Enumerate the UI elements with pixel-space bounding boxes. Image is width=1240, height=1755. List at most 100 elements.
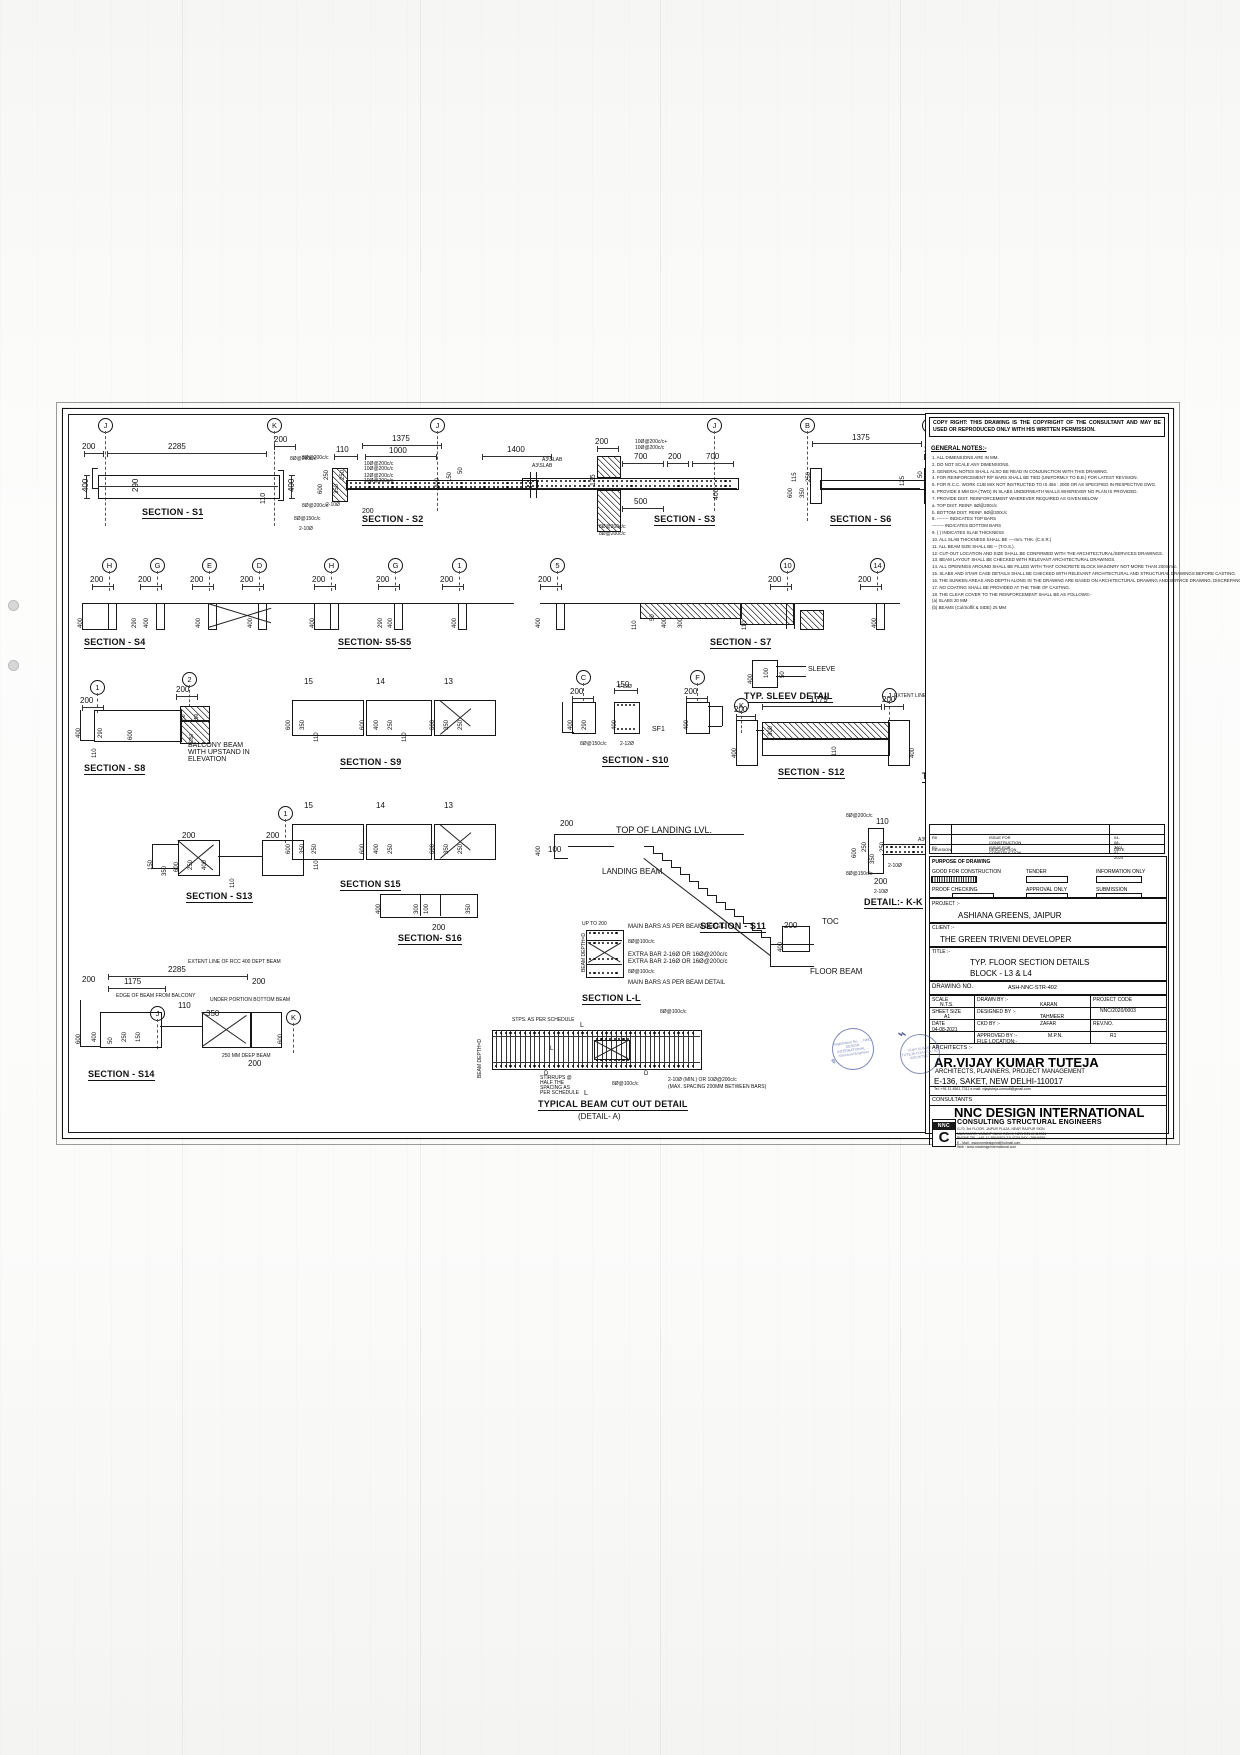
draw-line — [420, 894, 421, 916]
rebar-dot — [586, 1031, 589, 1034]
s16-dim-200: 200 — [432, 923, 446, 932]
centerline — [156, 1019, 158, 1049]
draw-line — [108, 973, 109, 980]
cutout-subtitle: (DETAIL- A) — [578, 1112, 621, 1121]
purpose-box-2[interactable] — [1096, 875, 1142, 883]
s10-col-3 — [686, 702, 710, 734]
sheet-size-value: A1 — [944, 1014, 951, 1020]
rebar-dot — [611, 932, 614, 935]
draw-line — [561, 583, 562, 590]
s3-wall-upper — [597, 456, 621, 478]
draw-line — [113, 583, 114, 590]
purpose-option-4[interactable]: APPROVAL ONLY — [1026, 887, 1068, 893]
rebar-dot — [672, 485, 675, 488]
rebar-dot — [527, 480, 530, 483]
purpose-option-3[interactable]: PROOF CHECKING — [932, 887, 978, 893]
general-note-14: 12. CUT-OUT LOCATION AND SIZE SHALL BE C… — [932, 550, 1164, 556]
s5-dim-2: 200 — [440, 575, 454, 584]
drawing-no-value: ASH-NNC-STR-402 — [1008, 985, 1057, 991]
signature-2: ⌁ — [896, 1026, 906, 1043]
rebar-dot — [368, 485, 371, 488]
draw-line — [335, 583, 336, 590]
consultant-phone: PHONE TEL : +91-11-28040974,31147/15 FAX… — [957, 1136, 1046, 1141]
rebar-dot — [597, 958, 600, 961]
s14-note-2: UNDER PORTION BOTTOM BEAM — [210, 997, 291, 1003]
rebar-dot — [589, 932, 592, 935]
general-note-0: 1. ALL DIMENSIONS ARE IN MM. — [932, 455, 999, 460]
draw-line — [698, 888, 707, 889]
project-field: PROJECT :- ASHIANA GREENS, JAIPUR — [929, 898, 1167, 924]
s14-dim-250: 250 — [122, 1031, 128, 1042]
rebar-dot — [686, 480, 689, 483]
rebar-dot — [509, 1064, 512, 1067]
draw-line — [791, 583, 792, 590]
rebar-dot — [602, 485, 605, 488]
s9-dim-600b: 600 — [360, 719, 366, 730]
s11-floor-beam-box — [782, 926, 810, 952]
rebar-dot — [600, 1059, 603, 1062]
draw-line — [208, 629, 217, 630]
rebar-dot — [382, 485, 385, 488]
rebar-dot — [912, 846, 915, 849]
rebar-dot — [533, 1064, 536, 1067]
draw-line — [288, 498, 295, 499]
rebar-dot — [613, 1059, 616, 1062]
draw-line — [614, 834, 744, 835]
purpose-option-1[interactable]: TENDER — [1026, 869, 1047, 875]
sleeve1-dim-400: 400 — [748, 673, 754, 684]
draw-line — [492, 1036, 700, 1037]
rebar-dot — [710, 480, 713, 483]
purpose-option-5[interactable]: SUBMISSION — [1096, 887, 1128, 893]
rebar-dot — [894, 846, 897, 849]
ckd-by-label: CKD BY :- — [977, 1021, 1000, 1027]
grid-bubble-s13-1: 1 — [278, 806, 293, 821]
draw-line — [197, 693, 198, 700]
section-title-s13: SECTION - S13 — [186, 891, 253, 903]
rebar-dot — [567, 1064, 570, 1067]
s9-box-2 — [366, 700, 432, 736]
revision-header-2: DATE — [1114, 846, 1125, 852]
draw-line — [671, 860, 672, 867]
draw-line — [812, 440, 813, 447]
general-note-6: 7. PROVIDE DIST. REINFORCEMENT WHEREVER … — [932, 495, 1098, 501]
s16-dim-300: 300 — [414, 903, 420, 914]
rebar-dot — [559, 480, 563, 483]
purpose-box-1[interactable] — [1026, 875, 1068, 883]
ll-label-extra-bar-2: EXTRA BAR 2-16Ø OR 16Ø@200c/c — [628, 959, 728, 965]
consultants-row: CONSULTANTS — [929, 1095, 1167, 1106]
draw-line — [510, 1030, 512, 1068]
rebar-dot — [350, 485, 353, 488]
rebar-dot — [691, 485, 694, 488]
cutout-label-stirrups-1: HALF THE — [540, 1080, 565, 1086]
rebar-dot — [615, 972, 618, 975]
s15-bubble-2: 13 — [444, 801, 453, 810]
rebar-dot — [515, 485, 518, 488]
rebar-dot — [705, 480, 708, 483]
rebar-dot — [639, 1064, 642, 1067]
rebar-dot — [506, 485, 509, 488]
ll-label-main-bars-bot: MAIN BARS AS PER BEAM DETAIL — [628, 980, 726, 986]
draw-line — [562, 732, 574, 733]
purpose-option-2[interactable]: INFORMATION ONLY — [1096, 869, 1146, 875]
drawn-by-label: DRAWN BY :- — [977, 997, 1009, 1003]
s3-dim-700a: 700 — [634, 452, 648, 461]
approved-by-label: APPROVED BY :- — [977, 1033, 1018, 1039]
draw-line — [530, 472, 531, 498]
s7-dim-300: 300 — [678, 617, 684, 628]
s10-label-sf1: SF1 — [652, 726, 665, 733]
s7-hatch-b — [740, 603, 794, 625]
rebar-dot — [729, 480, 732, 483]
purpose-option-0[interactable]: GOOD FOR CONSTRUCTION — [932, 869, 1001, 875]
rebar-dot — [377, 481, 380, 484]
draw-line — [884, 703, 885, 710]
draw-line — [736, 716, 756, 717]
draw-line — [492, 1062, 700, 1063]
s8-dim-250: 250 — [194, 713, 200, 722]
draw-line — [692, 460, 693, 467]
rebar-dot — [604, 1059, 607, 1062]
cutout-label-stirrups-3: PER SCHEDULE — [540, 1090, 579, 1096]
rebar-dot — [668, 480, 671, 483]
rebar-dot — [621, 704, 624, 707]
rebar-dot — [396, 481, 399, 484]
draw-line — [365, 453, 366, 460]
